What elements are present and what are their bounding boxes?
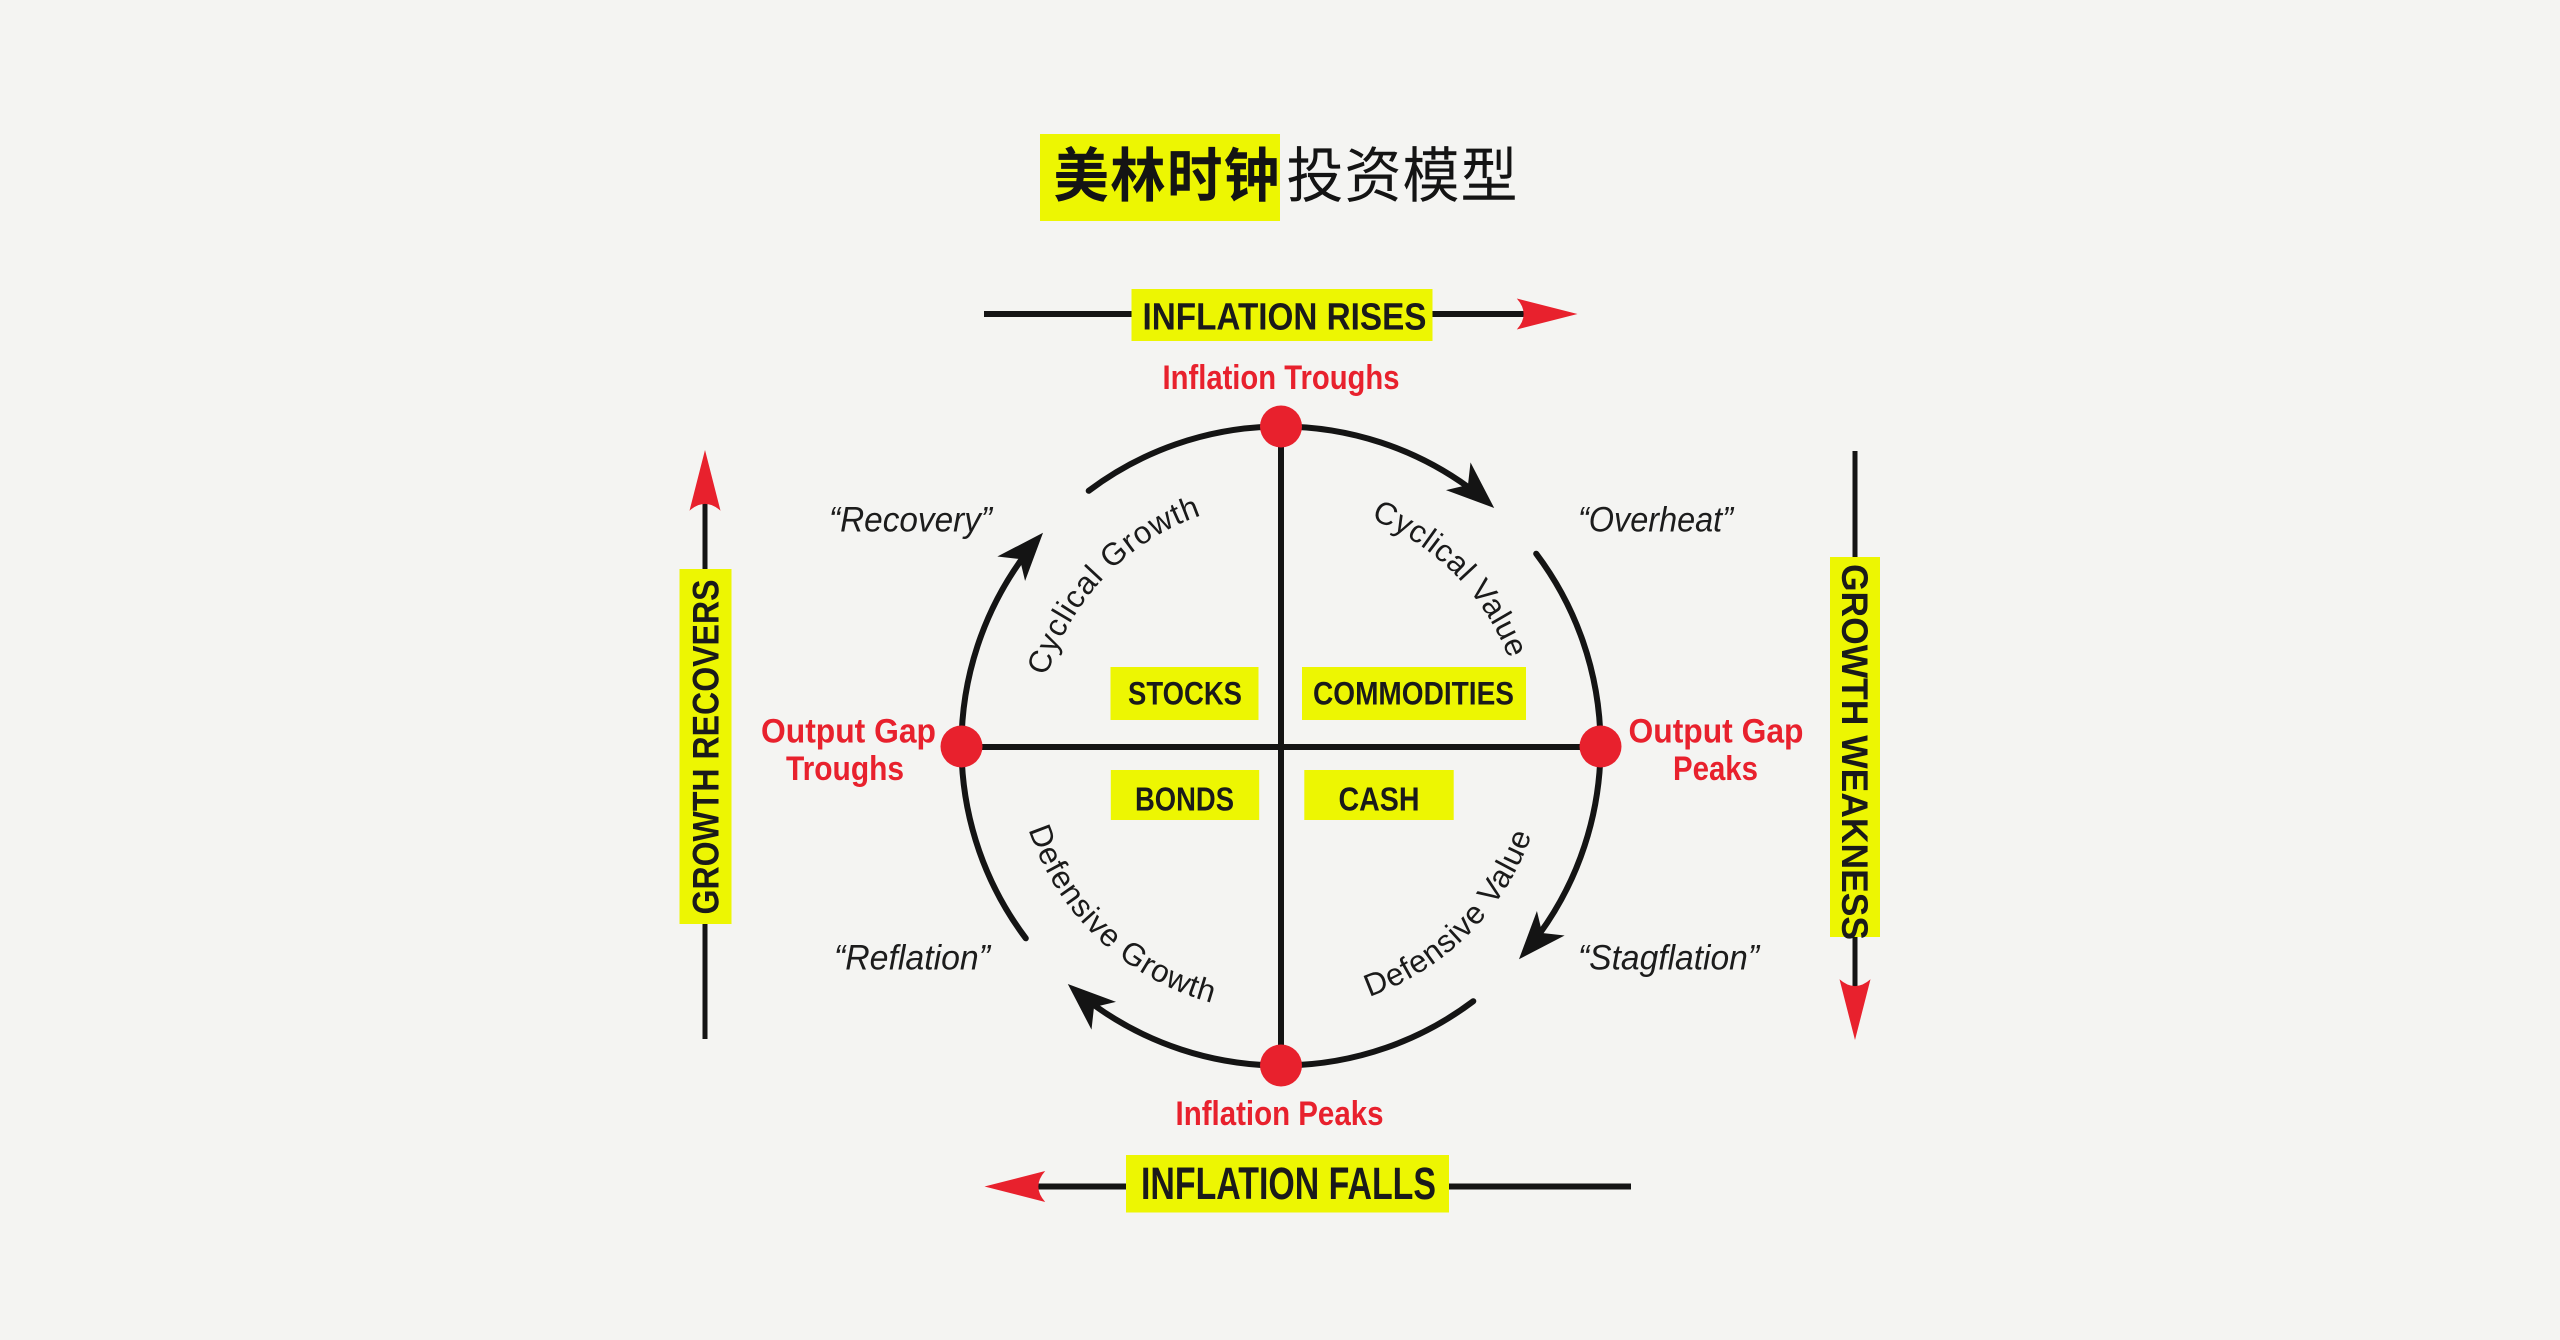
svg-text:Inflation Peaks: Inflation Peaks — [1176, 1095, 1384, 1133]
svg-text:INFLATION FALLS: INFLATION FALLS — [1141, 1158, 1436, 1209]
svg-text:CASH: CASH — [1339, 782, 1420, 819]
svg-text:Peaks: Peaks — [1673, 750, 1758, 788]
svg-text:Output Gap: Output Gap — [761, 713, 936, 751]
svg-text:Output Gap: Output Gap — [1629, 713, 1804, 751]
svg-text:Troughs: Troughs — [786, 750, 904, 788]
svg-text:STOCKS: STOCKS — [1128, 676, 1242, 712]
svg-text:GROWTH RECOVERS: GROWTH RECOVERS — [686, 580, 727, 915]
svg-text:“Reflation”: “Reflation” — [834, 938, 992, 978]
svg-text:“Recovery”: “Recovery” — [829, 500, 994, 540]
svg-text:“Overheat”: “Overheat” — [1578, 500, 1735, 540]
svg-text:Inflation Troughs: Inflation Troughs — [1163, 359, 1400, 397]
svg-text:INFLATION RISES: INFLATION RISES — [1143, 297, 1427, 339]
svg-text:“Stagflation”: “Stagflation” — [1578, 938, 1761, 978]
svg-text:GROWTH WEAKNESS: GROWTH WEAKNESS — [1834, 564, 1875, 940]
svg-text:BONDS: BONDS — [1135, 782, 1234, 819]
svg-text:COMMODITIES: COMMODITIES — [1313, 676, 1514, 712]
